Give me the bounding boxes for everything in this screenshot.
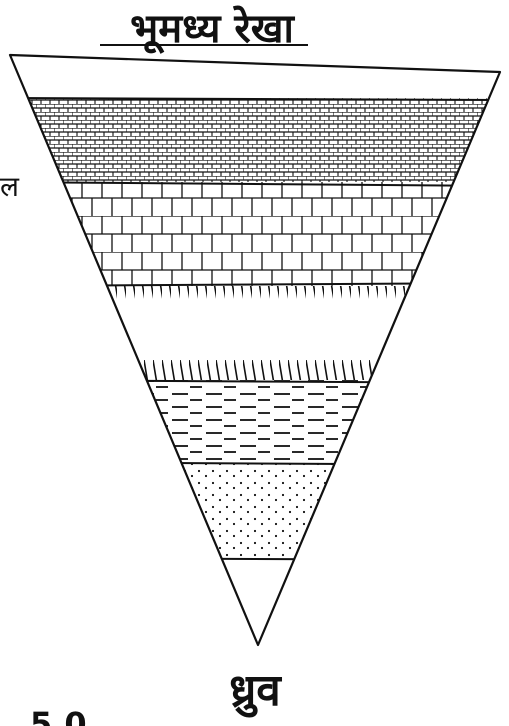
pole-label: ध्रुव <box>229 665 282 718</box>
equator-label: भूमध्य रेखा <box>130 5 295 54</box>
band-diagonal <box>0 286 509 380</box>
left-edge-fragment: ल <box>0 170 20 203</box>
band-dashes <box>0 380 509 462</box>
zone-bands <box>0 50 509 648</box>
bottom-left-fragment: 5.0 <box>30 705 87 726</box>
band-dots <box>0 462 509 558</box>
band-dense-grid <box>0 98 509 182</box>
